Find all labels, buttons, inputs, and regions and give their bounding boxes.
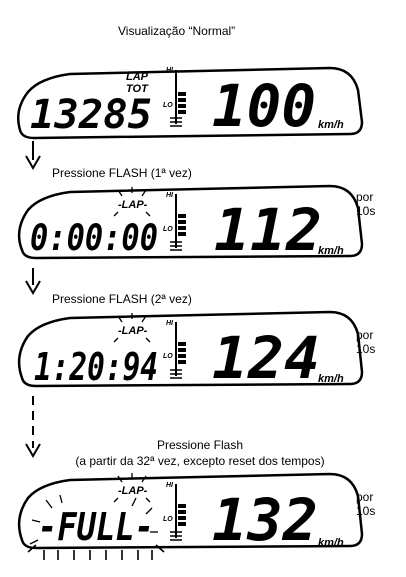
hi-label: HI [166, 482, 174, 489]
arrow-down-icon [25, 268, 41, 295]
step-3-caption: Pressione Flash [156, 438, 244, 452]
speed-unit: km/h [318, 245, 344, 257]
flash-rays-icon [113, 187, 151, 217]
speed-unit: km/h [318, 119, 344, 131]
speed-readout: 100 [212, 72, 316, 140]
lap-label: -LAP- [118, 485, 148, 497]
lo-label: LO [163, 226, 173, 233]
odometer-readout: 13285 [30, 92, 152, 138]
lap-label: -LAP- [118, 325, 148, 337]
speed-readout: 112 [214, 196, 322, 264]
flash-rays-icon [113, 313, 151, 343]
step-3-duration-line1: por [356, 490, 374, 504]
lo-label: LO [163, 353, 173, 360]
speed-readout: 124 [212, 324, 320, 392]
speed-unit: km/h [318, 373, 344, 385]
flash-ticks-icon [27, 544, 165, 560]
speed-unit: km/h [318, 537, 344, 549]
speed-readout: 132 [212, 486, 318, 554]
lcd-display-normal: 13285 LAP TOT HI LO 100 km/h [17, 66, 364, 140]
temperature-gauge-icon [170, 70, 186, 127]
step-1-duration-line1: por [356, 190, 374, 204]
arrow-down-icon [25, 141, 41, 170]
lap-time-readout: 0:00:00 [30, 218, 158, 259]
step-3-duration-line2: 10s [356, 504, 376, 518]
hi-label: HI [166, 192, 174, 199]
step-2-duration-line2: 10s [356, 342, 376, 356]
page-title: Visualização “Normal” [118, 24, 236, 38]
lcd-display-lap-time: 1:20:94 -LAP- HI LO 124 km/h [17, 310, 364, 392]
memory-full-readout: -FULL- [38, 505, 154, 549]
lap-time-readout: 1:20:94 [34, 345, 158, 389]
step-3-subcaption: (a partir da 32ª vez, excepto reset dos … [75, 454, 325, 468]
step-1-caption: Pressione FLASH (1ª vez) [52, 166, 192, 180]
step-1-duration-line2: 10s [356, 204, 376, 218]
temperature-gauge-icon [170, 194, 186, 251]
lap-label: -LAP- [118, 199, 148, 211]
lo-label: LO [163, 102, 173, 109]
lcd-display-full: -FULL- -LAP- HI LO 132 km/h [17, 472, 364, 560]
temperature-gauge-icon [170, 484, 186, 541]
lo-label: LO [163, 516, 173, 523]
arrow-down-dashed-icon [25, 396, 41, 458]
hi-label: HI [166, 320, 174, 327]
lcd-display-lap-timer: 0:00:00 -LAP- HI LO 112 km/h [17, 184, 364, 264]
flash-rays-icon [29, 473, 158, 545]
temperature-gauge-icon [170, 322, 186, 379]
tot-label: TOT [126, 83, 149, 95]
step-2-duration-line1: por [356, 328, 374, 342]
hi-label: HI [166, 67, 174, 74]
step-2-caption: Pressione FLASH (2ª vez) [52, 292, 192, 306]
lap-label: LAP [126, 71, 149, 83]
